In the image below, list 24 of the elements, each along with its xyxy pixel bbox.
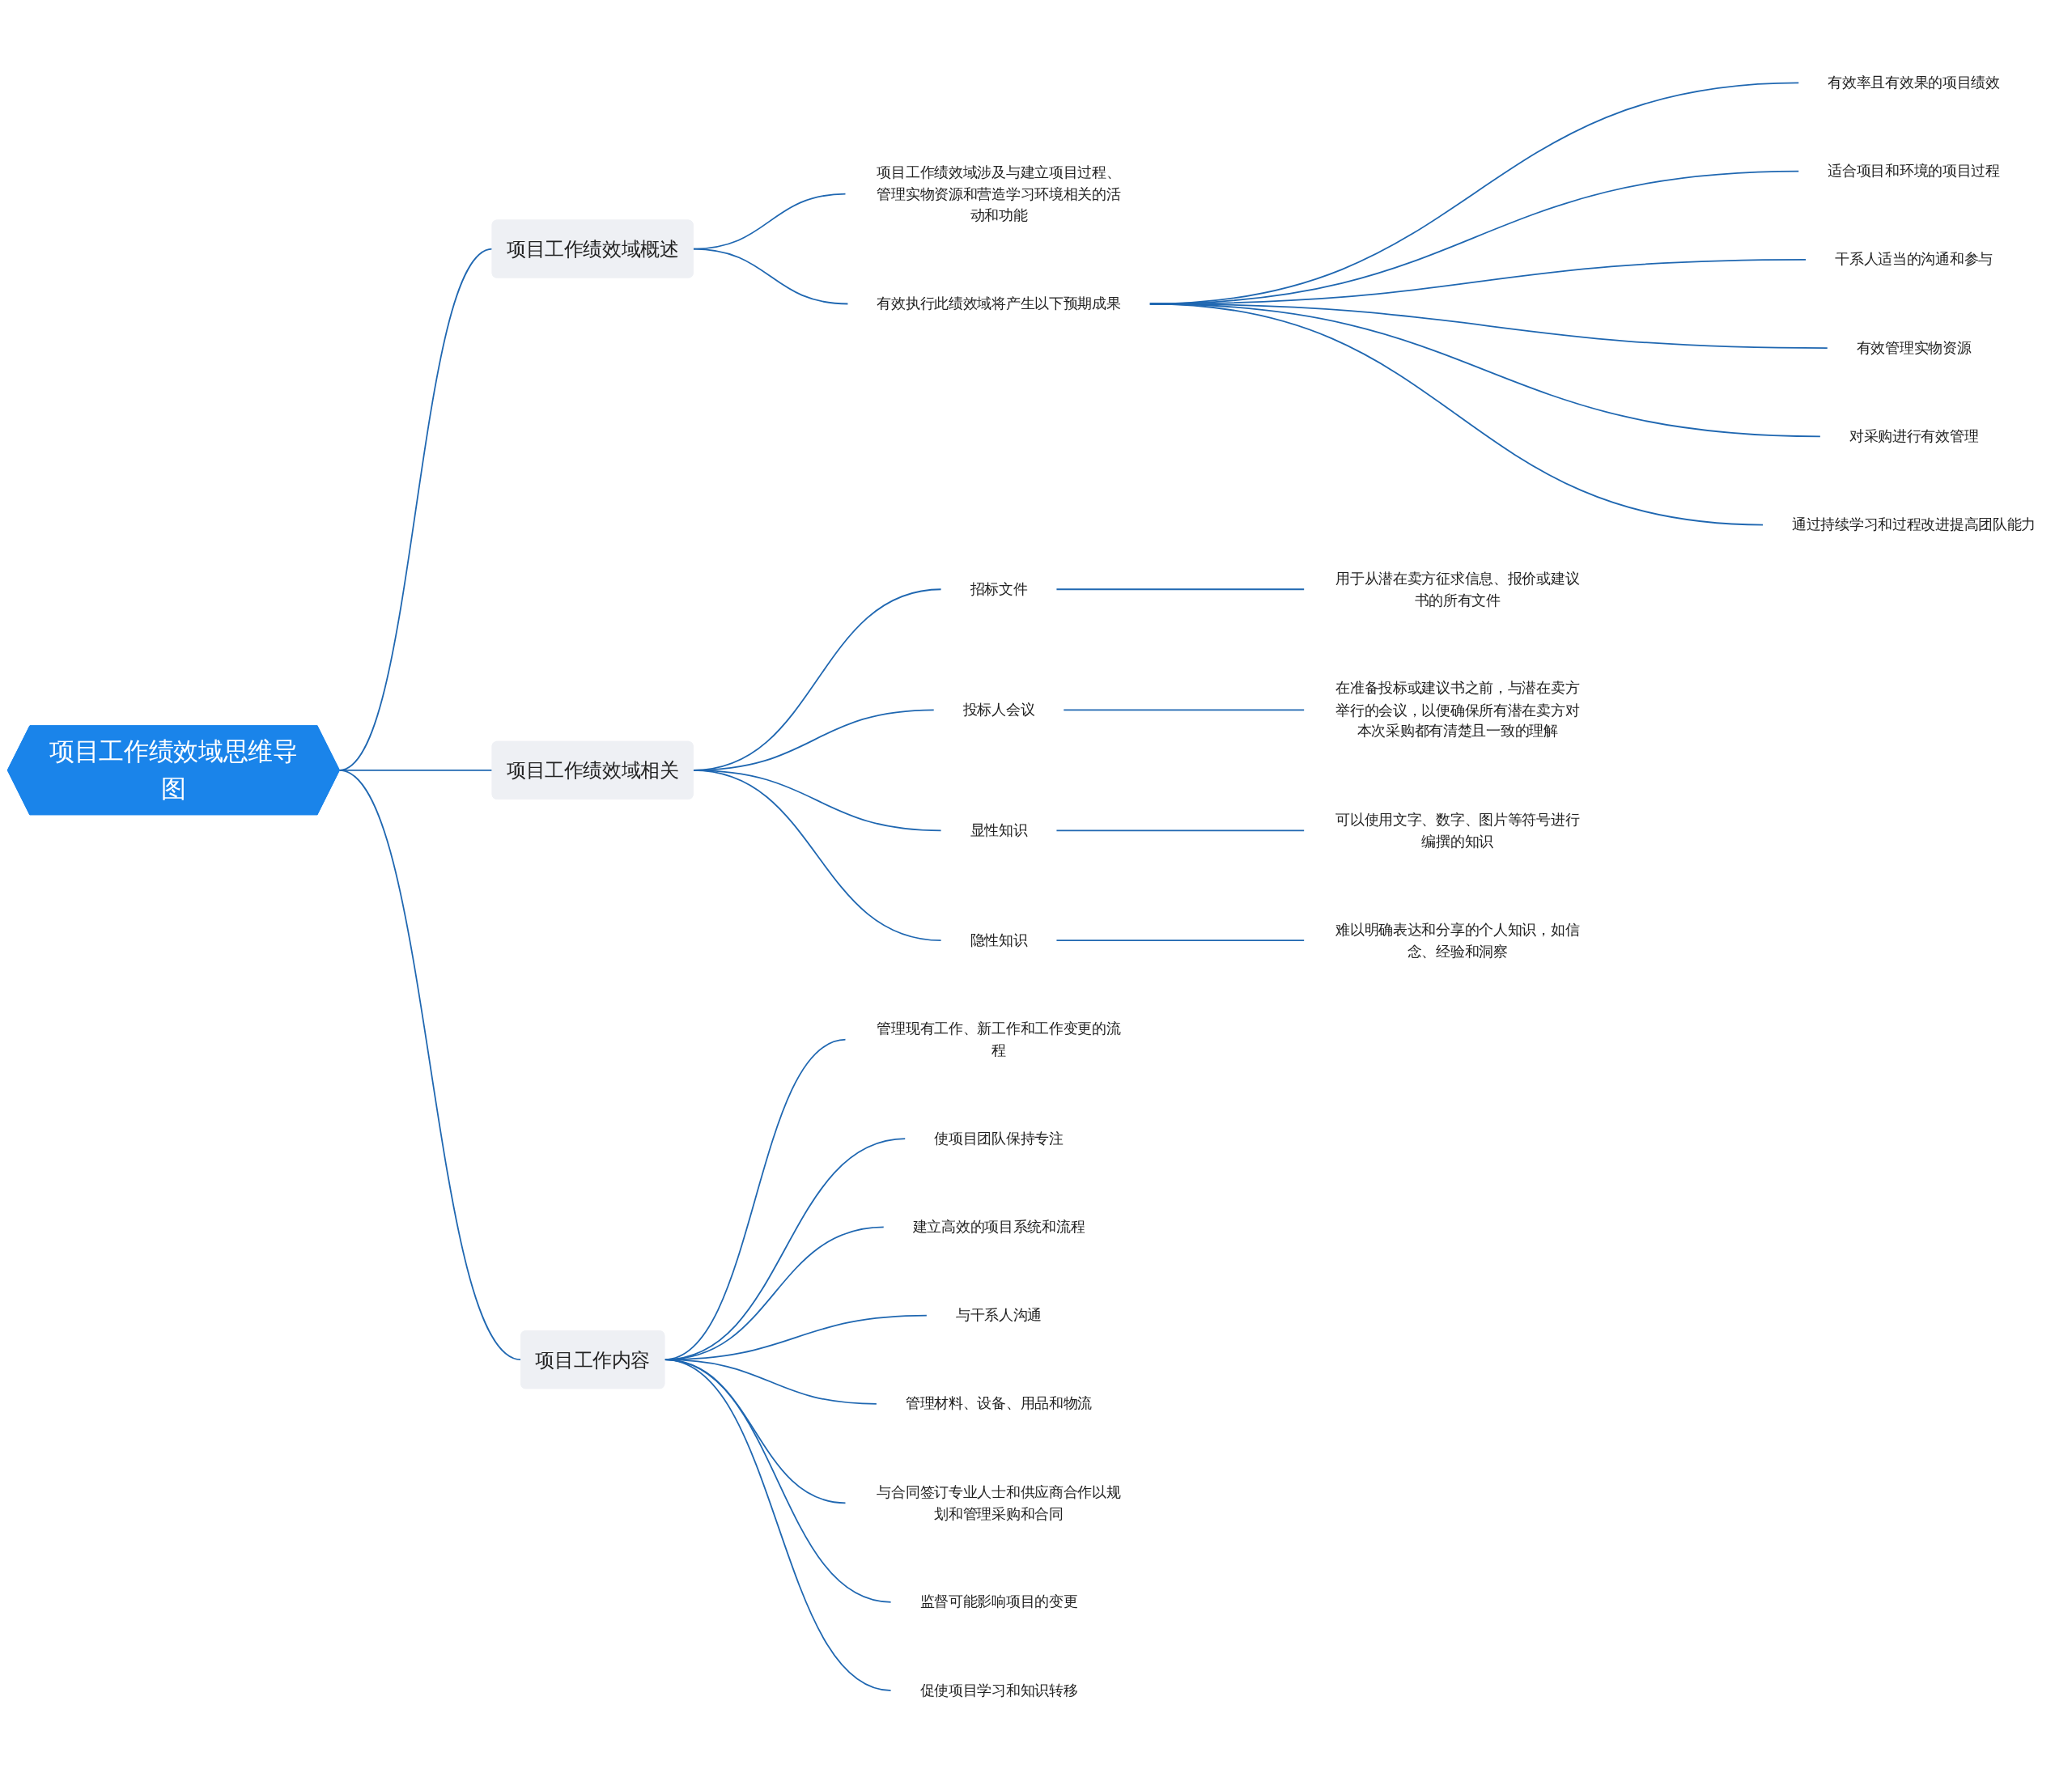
node-text: 促使项目学习和知识转移 (919, 1681, 1078, 1699)
node-text: 管理现有工作、新工作和工作变更的流程 (877, 1020, 1121, 1059)
node-text: 隐性知识 (970, 931, 1028, 949)
node-text: 投标人会议 (962, 701, 1035, 719)
node-text: 建立高效的项目系统和流程 (912, 1218, 1085, 1236)
node-text: 对采购进行有效管理 (1849, 427, 1979, 445)
node-text: 用于从潜在卖方征求信息、报价或建议书的所有文件 (1335, 569, 1580, 609)
node-text: 有效率且有效果的项目绩效 (1828, 74, 2000, 91)
node-text: 难以明确表达和分享的个人知识，如信念、经验和洞察 (1335, 920, 1580, 960)
node-text: 项目工作绩效域涉及与建立项目过程、管理实物资源和营造学习环境相关的活动和功能 (877, 163, 1121, 224)
node-text: 有效管理实物资源 (1856, 338, 1972, 357)
node-text: 监督可能影响项目的变更 (919, 1593, 1078, 1610)
node-text: 显性知识 (970, 821, 1028, 839)
node-text: 可以使用文字、数字、图片等符号进行编撰的知识 (1335, 810, 1580, 850)
node-text: 有效执行此绩效域将产生以下预期成果 (877, 295, 1121, 312)
node-text: 管理材料、设备、用品和物流 (905, 1394, 1093, 1412)
node-text: 招标文件 (970, 580, 1028, 598)
node-text: 使项目团队保持专注 (934, 1130, 1064, 1147)
node-text: 与干系人沟通 (955, 1306, 1042, 1324)
node-text: 与合同签订专业人士和供应商合作以规划和管理采购和合同 (877, 1482, 1121, 1522)
node-text: 适合项目和环境的项目过程 (1828, 162, 2000, 180)
node-text: 在准备投标或建议书之前，与潜在卖方举行的会议，以便确保所有潜在卖方对本次采购都有清楚且一致的理解 (1335, 679, 1580, 740)
node-text: 干系人适当的沟通和参与 (1835, 250, 1993, 268)
node-text: 通过持续学习和过程改进提高团队能力 (1792, 515, 2036, 533)
